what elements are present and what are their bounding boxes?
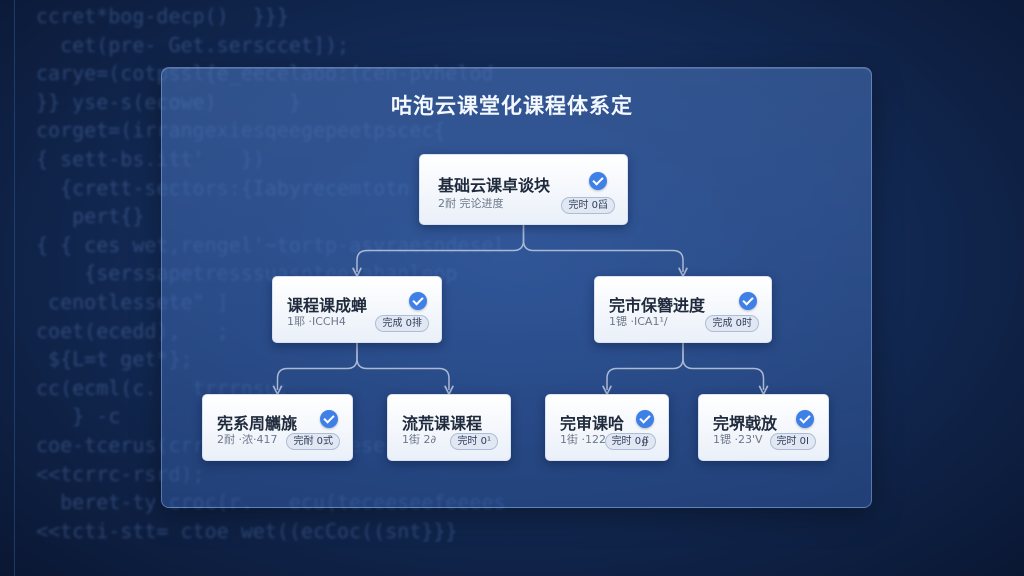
node-subtitle: 2耐 ·浓·417 [217, 433, 278, 446]
check-circle-icon [409, 292, 427, 310]
code-gutter-line [14, 0, 15, 576]
node-status-badge: 完成 0排 [375, 315, 429, 332]
node-title: 课程课成蝉 [287, 296, 368, 315]
node-subtitle: 1耶 ·ICCH4 [287, 315, 346, 328]
background-code-line: } -c [36, 404, 121, 429]
check-circle-icon [796, 410, 814, 428]
background-code-line: cet(pre- Get.sersccet]); [36, 32, 350, 57]
check-circle-icon [636, 410, 654, 428]
diagram-title: 咕泡云课堂化课程体系定 [391, 94, 633, 118]
node-title: 完堺戟放 [713, 414, 778, 433]
check-circle-icon [739, 292, 757, 310]
node-status-badge: 完成 0时 [705, 315, 759, 332]
background-code-line: <<tcti-stt= ctoe wet((ecCoc((snt}}} [36, 518, 458, 543]
node-subtitle: 2耐 完论进度 [438, 197, 504, 210]
check-circle-icon [320, 410, 338, 428]
node-status-badge: 完时 0¹ [450, 433, 498, 450]
node-title: 流荒课课程 [402, 414, 483, 433]
node-subtitle: 1锶 ·23'V [713, 433, 763, 446]
node-subtitle: 1街 ·122 V [560, 433, 618, 446]
background-code-line: pert{} [36, 204, 145, 229]
node-subtitle: 1锶 ·ICA1¹/ [609, 315, 668, 328]
check-circle-icon [589, 172, 607, 190]
diagram-node-root[interactable]: 基础云课卓谈块 2耐 完论进度 完时 0舀 [419, 154, 628, 225]
node-subtitle: 1街 2∂ [402, 433, 437, 446]
background-code-line: ccret*bog-decp() }}} [36, 4, 289, 28]
node-status-badge: 完时 0舀 [561, 197, 615, 214]
node-title: 完市保簪进度 [609, 296, 706, 315]
node-title: 完审课哈 [560, 414, 625, 433]
node-status-badge: 完时 0Ⅰ [769, 433, 816, 450]
node-title: 基础云课卓谈块 [438, 176, 551, 195]
node-status-badge: 完时 0∯ [604, 433, 656, 450]
node-title: 宪系周觽旐 [217, 414, 298, 433]
node-status-badge: 完耐 0式 [286, 433, 340, 450]
